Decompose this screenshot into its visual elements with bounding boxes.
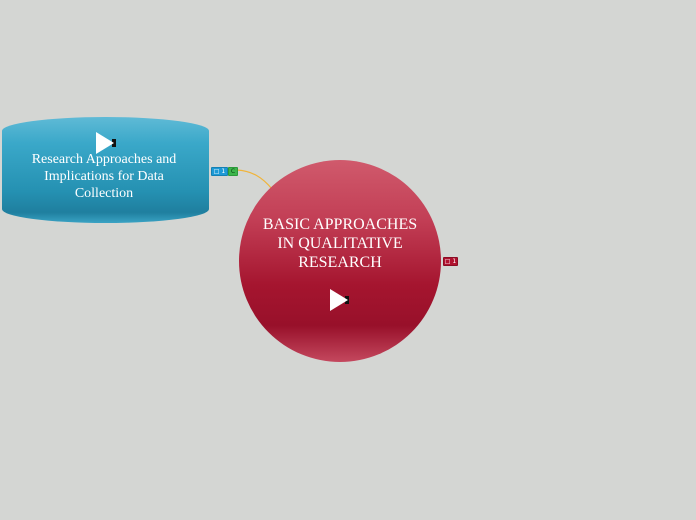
play-icon[interactable] <box>330 289 348 311</box>
play-icon[interactable] <box>96 132 114 154</box>
comment-icon[interactable]: □ 1 <box>443 257 458 266</box>
connector-line <box>236 169 273 190</box>
subtopic-node[interactable]: Research Approaches and Implications for… <box>2 117 209 223</box>
comment-icon[interactable]: □ 1 <box>211 167 228 176</box>
central-topic-label: BASIC APPROACHES IN QUALITATIVE RESEARCH <box>262 216 418 271</box>
subtopic-label: Research Approaches and Implications for… <box>31 152 177 201</box>
c-badge-icon[interactable]: C <box>228 167 238 176</box>
comment-count: □ 1 <box>213 168 226 175</box>
comment-count: □ 1 <box>444 258 457 265</box>
central-topic-node[interactable]: BASIC APPROACHES IN QUALITATIVE RESEARCH <box>239 160 441 362</box>
c-badge-label: C <box>230 168 236 175</box>
play-icon-shadow <box>112 139 116 147</box>
